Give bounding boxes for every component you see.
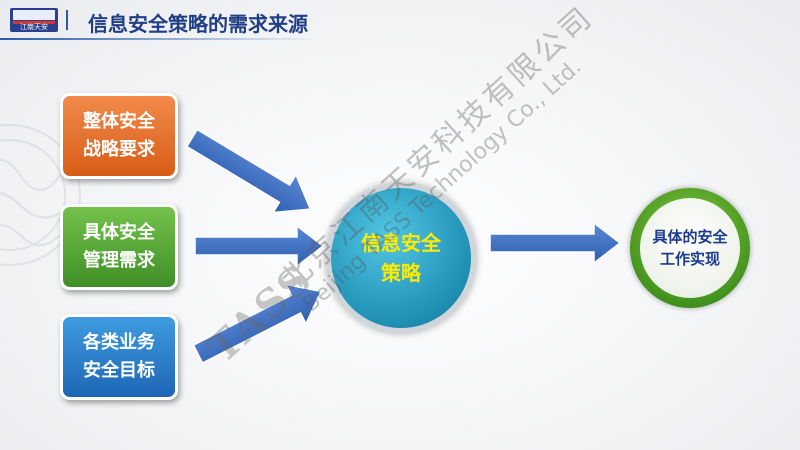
page-title: 信息安全策略的需求来源 — [88, 12, 308, 36]
title-divider — [66, 10, 68, 30]
arrow-top — [185, 128, 312, 214]
center-circle-policy: 信息安全 策略 — [326, 183, 476, 333]
center-label: 信息安全 策略 — [361, 231, 441, 285]
source-box-management: 具体安全 管理需求 — [60, 204, 178, 290]
source-label-strategy: 整体安全 战略要求 — [83, 111, 155, 160]
decorative-ornament — [0, 124, 81, 266]
source-box-strategy: 整体安全 战略要求 — [60, 93, 178, 179]
arrow-middle — [194, 224, 325, 268]
arrow-right — [489, 221, 622, 265]
result-circle: 具体的安全 工作实现 — [630, 188, 750, 308]
arrow-bottom — [192, 283, 323, 364]
result-circle-inner: 具体的安全 工作实现 — [640, 198, 740, 298]
header: 江南天安 信息安全策略的需求来源 — [0, 0, 800, 40]
source-box-business: 各类业务 安全目标 — [60, 314, 178, 400]
header-underline — [0, 38, 320, 40]
result-label: 具体的安全 工作实现 — [652, 228, 728, 268]
source-label-management: 具体安全 管理需求 — [83, 222, 155, 271]
source-label-business: 各类业务 安全目标 — [83, 332, 155, 381]
company-logo: 江南天安 — [10, 8, 58, 32]
logo-text: 江南天安 — [20, 23, 48, 31]
